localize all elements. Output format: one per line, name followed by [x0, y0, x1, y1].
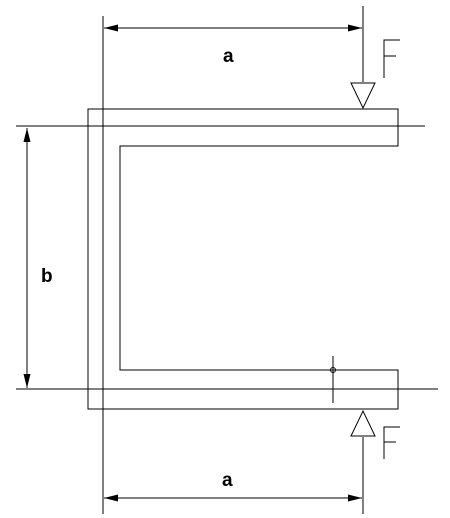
force-top-f-glyph — [383, 39, 400, 78]
dimension-a-bottom-label: a — [222, 470, 233, 491]
top-dimension-right-arrowhead — [348, 24, 362, 32]
cross-mark-circle — [330, 367, 336, 373]
force-bottom-f-glyph — [383, 426, 400, 459]
left-dimension-top-arrowhead — [23, 128, 31, 142]
top-dimension-left-arrowhead — [104, 24, 118, 32]
bottom-dimension-left-arrowhead — [104, 494, 118, 502]
c-frame-outline — [87, 108, 399, 410]
force-top-arrow-icon — [350, 82, 376, 110]
force-bottom-arrow-icon — [350, 409, 376, 437]
bottom-dimension-right-arrowhead — [348, 494, 362, 502]
dimension-a-top-label: a — [223, 46, 234, 67]
left-dimension-bottom-arrowhead — [23, 374, 31, 388]
dimension-b-label: b — [41, 266, 53, 287]
